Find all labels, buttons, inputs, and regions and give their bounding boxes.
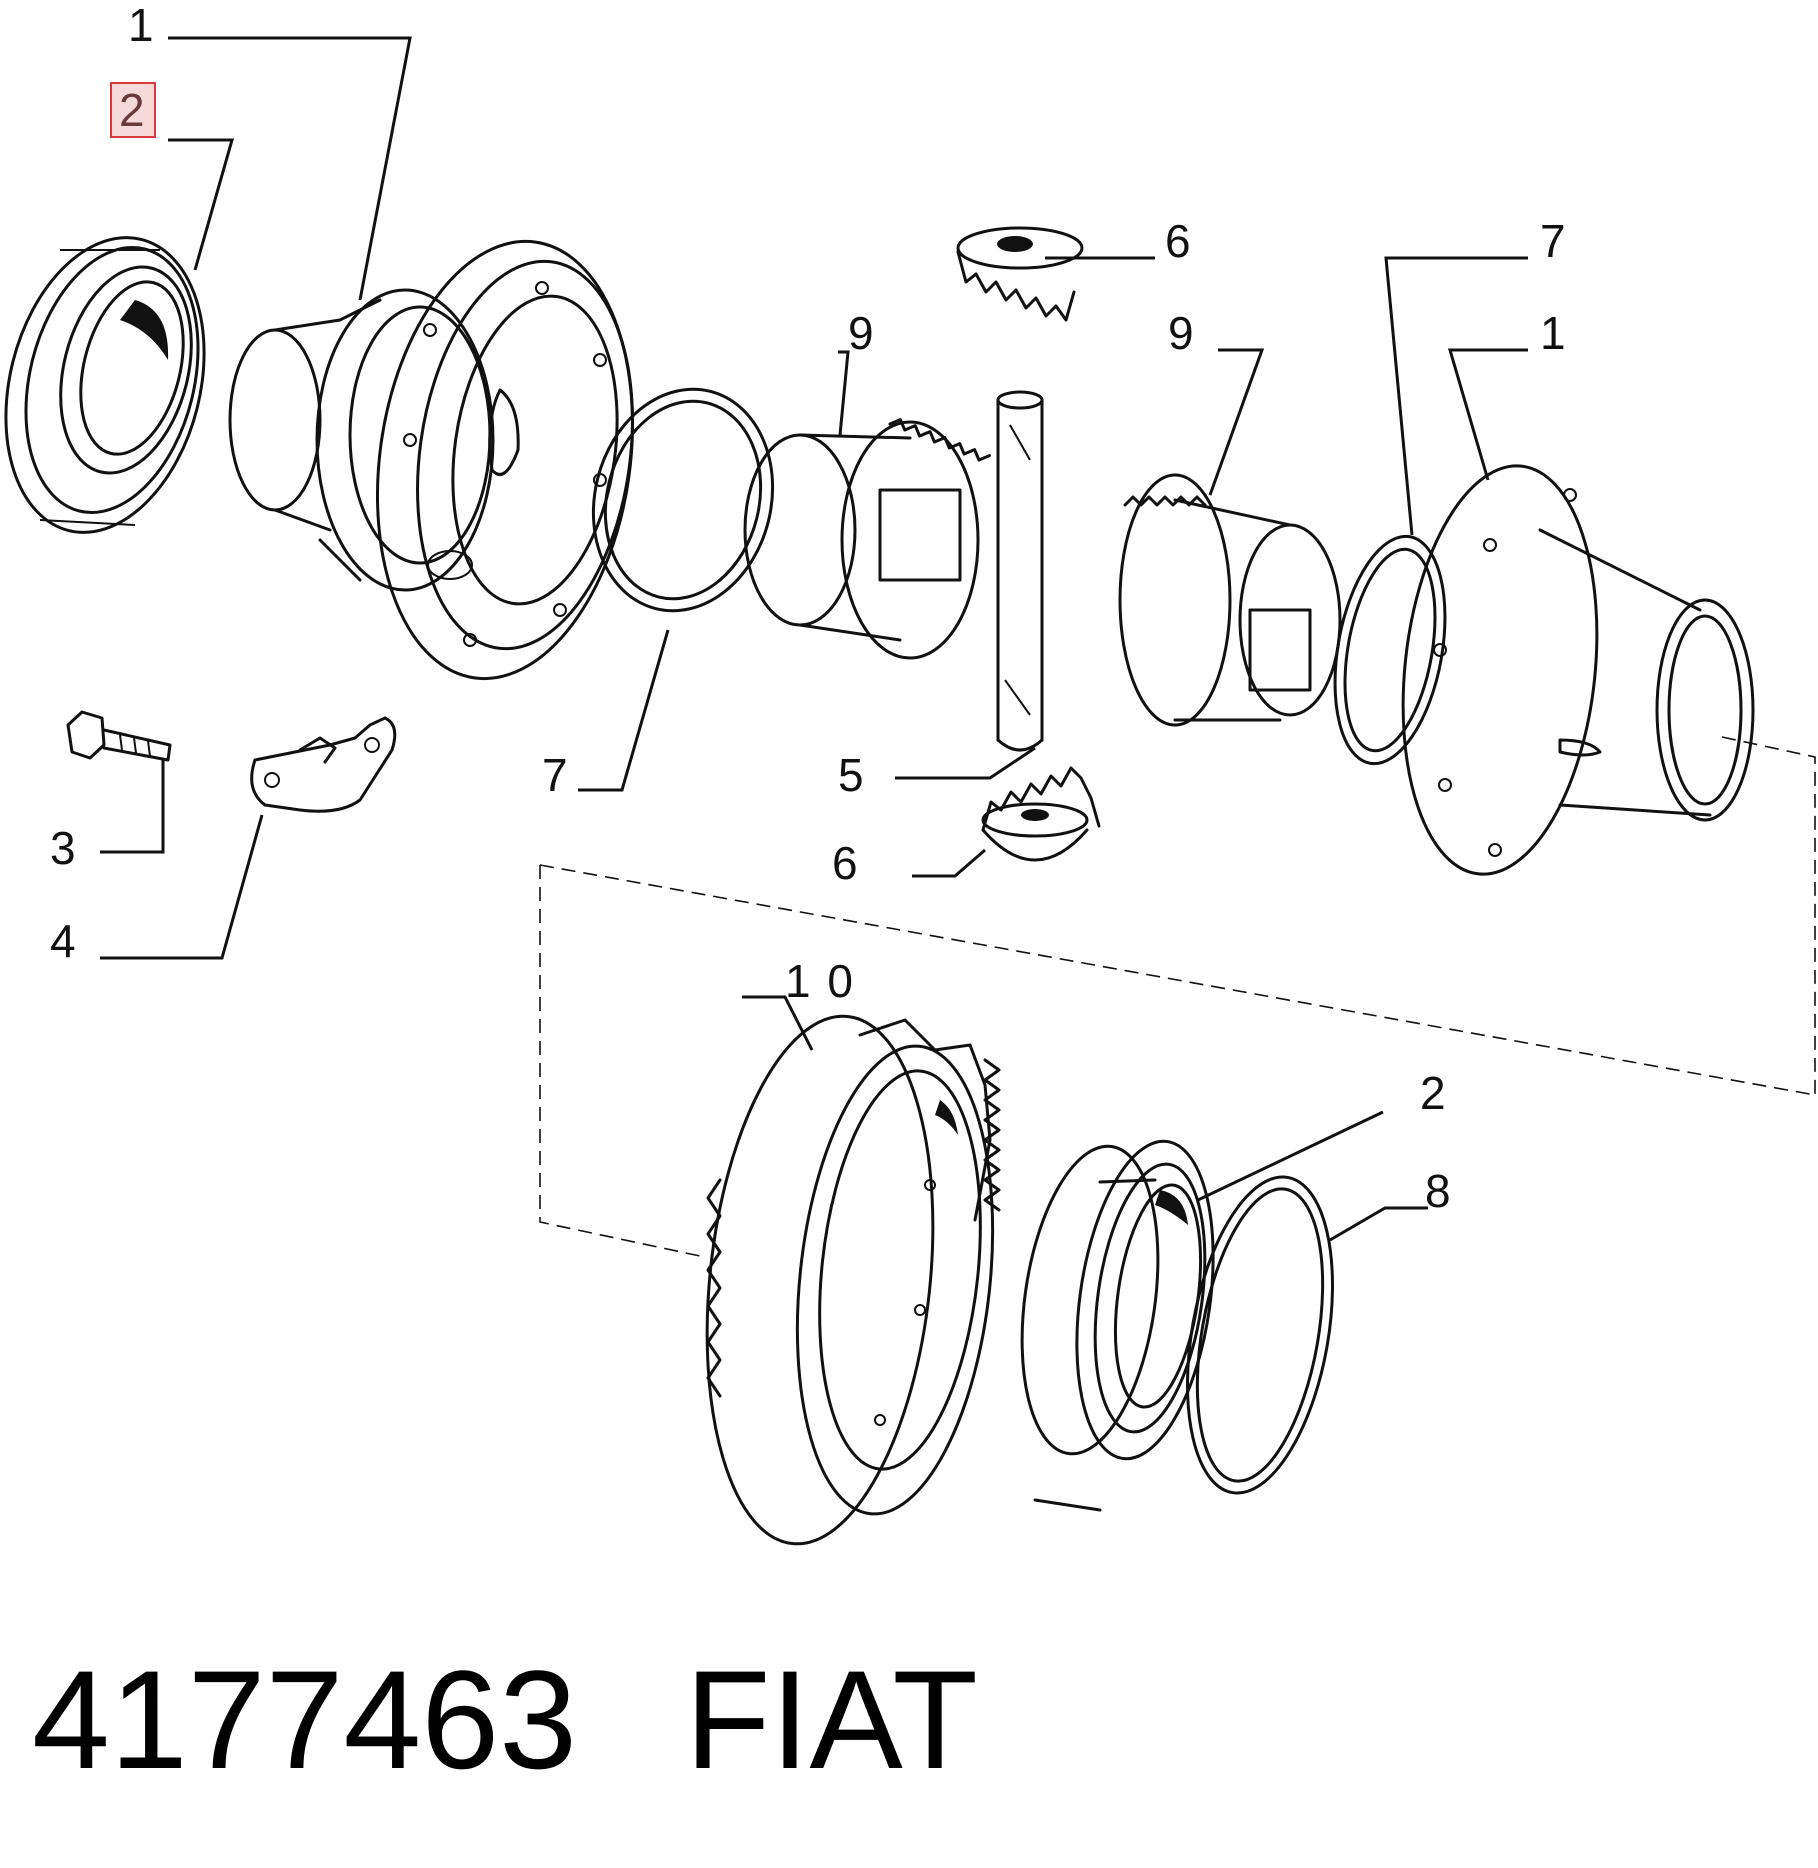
callout-5: 5	[838, 749, 866, 801]
side-gear-left	[743, 418, 991, 660]
shaft-pin	[996, 390, 1044, 752]
pinion-gear-top	[956, 226, 1084, 322]
side-gear-right	[1118, 473, 1342, 727]
callout-3: 3	[50, 822, 78, 874]
callout-2-top-left-highlighted[interactable]: 2	[110, 82, 156, 138]
callout-9-right: 9	[1168, 307, 1196, 359]
pinion-gear-bottom	[981, 766, 1101, 862]
callout-2-bottom: 2	[1420, 1067, 1448, 1119]
callout-9-left: 9	[848, 307, 876, 359]
callout-1-right: 1	[1540, 307, 1568, 359]
callout-4: 4	[50, 915, 78, 967]
ring-gear	[705, 1014, 1001, 1546]
ring-seal-right	[1333, 534, 1447, 766]
callout-6-top: 6	[1165, 215, 1193, 267]
callout-6-bottom: 6	[832, 837, 860, 889]
bolt	[66, 710, 172, 762]
callout-7-left: 7	[542, 749, 570, 801]
bearing-bottom	[1020, 1139, 1215, 1512]
lock-plate	[250, 716, 397, 813]
part-number: 4177463	[32, 1641, 578, 1798]
brand-name: FIAT	[685, 1641, 978, 1798]
callout-10: 1 0	[785, 955, 855, 1007]
callout-1-top-left: 1	[128, 0, 156, 51]
ring-seal-left	[591, 387, 775, 613]
assembly-dashed-lines	[539, 736, 1816, 1257]
leader-lines	[100, 36, 1528, 1242]
callout-7-top-right: 7	[1540, 215, 1568, 267]
ring-seal-bottom	[1185, 1175, 1335, 1495]
callout-8: 8	[1425, 1165, 1453, 1217]
housing-left	[228, 239, 635, 681]
housing-right	[1401, 464, 1755, 876]
bearing-top-left	[4, 236, 206, 534]
